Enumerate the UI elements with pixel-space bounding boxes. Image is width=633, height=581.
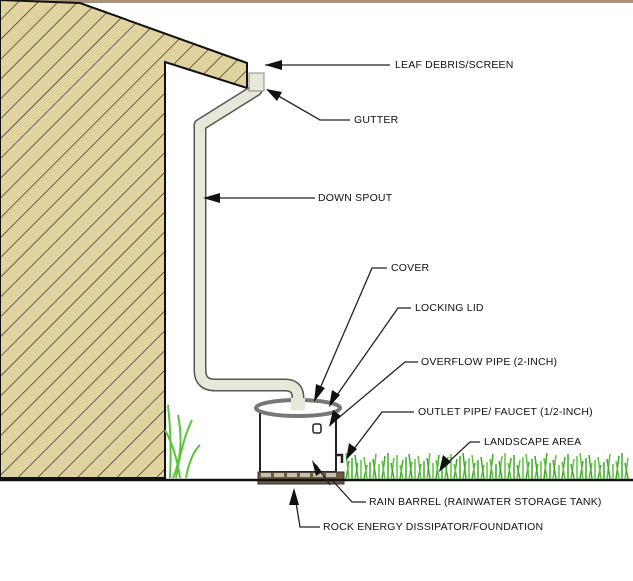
label-locking-lid: LOCKING LID — [415, 302, 484, 314]
grass-blade — [489, 458, 494, 480]
label-down-spout: DOWN SPOUT — [318, 192, 393, 204]
leader-lines — [205, 64, 480, 528]
grass-blade — [498, 460, 503, 480]
grass-blade — [552, 459, 557, 480]
outlet-faucet — [336, 453, 344, 463]
grass-blade — [408, 453, 413, 480]
rain-barrel — [254, 398, 344, 473]
grass-blade — [345, 452, 350, 480]
grass-blade — [534, 455, 539, 480]
grass-blade — [543, 457, 548, 480]
gutter — [248, 72, 265, 92]
label-cover: COVER — [391, 262, 430, 274]
grass-blade — [480, 456, 485, 480]
arrowheads — [203, 60, 451, 505]
grass-blade — [525, 453, 530, 480]
label-overflow-pipe: OVERFLOW PIPE (2-INCH) — [421, 356, 558, 368]
downspout — [193, 72, 305, 406]
grass-blade — [516, 464, 521, 480]
house-wall — [0, 0, 248, 479]
grass-blade — [624, 462, 629, 480]
grass-blade — [417, 455, 422, 480]
grass-blade — [462, 452, 467, 480]
label-gutter: GUTTER — [354, 114, 399, 126]
grass-blade — [363, 456, 368, 480]
grass-left — [164, 404, 201, 479]
grass-blade — [390, 462, 395, 480]
label-rain-barrel: RAIN BARREL (RAINWATER STORAGE TANK) — [369, 496, 602, 508]
label-rock-foundation: ROCK ENERGY DISSIPATOR/FOUNDATION — [323, 521, 544, 533]
grass-blade — [606, 458, 611, 480]
grass-landscape — [345, 452, 629, 480]
grass-blade — [597, 456, 602, 480]
grass-blade — [426, 457, 431, 480]
label-outlet-pipe: OUTLET PIPE/ FAUCET (1/2-INCH) — [418, 406, 593, 418]
grass-blade — [435, 459, 440, 480]
grass-blade — [471, 454, 476, 480]
grass-blade — [453, 463, 458, 480]
grass-blade — [354, 454, 359, 480]
overflow-pipe — [312, 423, 322, 434]
grass-blade — [381, 460, 386, 480]
grass-blade — [579, 452, 584, 480]
grass-blade — [372, 458, 377, 480]
label-leaf-debris-screen: LEAF DEBRIS/SCREEN — [395, 59, 514, 71]
grass-blade — [507, 462, 512, 480]
grass-blade — [399, 464, 404, 480]
grass-blade — [561, 461, 566, 480]
grass-blade — [570, 463, 575, 480]
label-landscape-area: LANDSCAPE AREA — [484, 436, 582, 448]
grass-blade — [615, 460, 620, 480]
grass-blade — [588, 454, 593, 480]
